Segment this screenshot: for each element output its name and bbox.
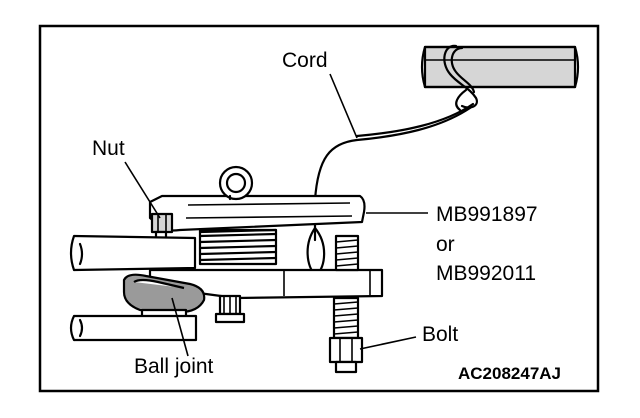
nut-leader <box>124 161 161 219</box>
cord-label: Cord <box>282 49 328 72</box>
knuckle-arm <box>69 234 197 272</box>
tool-number-label-or: or <box>436 233 455 256</box>
ball-joint-leader <box>171 297 189 357</box>
overhead-bar <box>420 45 580 89</box>
tool-number-label-2: MB992011 <box>436 262 536 285</box>
center-stem <box>214 294 246 324</box>
ball-joint <box>122 273 206 320</box>
figure-border <box>38 24 600 393</box>
tool-number-label-1: MB991897 <box>436 203 538 226</box>
nut-label: Nut <box>92 137 125 160</box>
bolt-leader <box>359 336 417 350</box>
bolt-label: Bolt <box>422 323 458 346</box>
ball-joint-label: Ball joint <box>134 355 214 378</box>
spring <box>198 228 278 266</box>
bolt <box>328 234 364 374</box>
tool-upper-arm <box>148 165 366 232</box>
cord-leader <box>329 73 358 139</box>
figure-code: AC208247AJ <box>458 364 561 383</box>
lower-arm <box>69 314 198 342</box>
